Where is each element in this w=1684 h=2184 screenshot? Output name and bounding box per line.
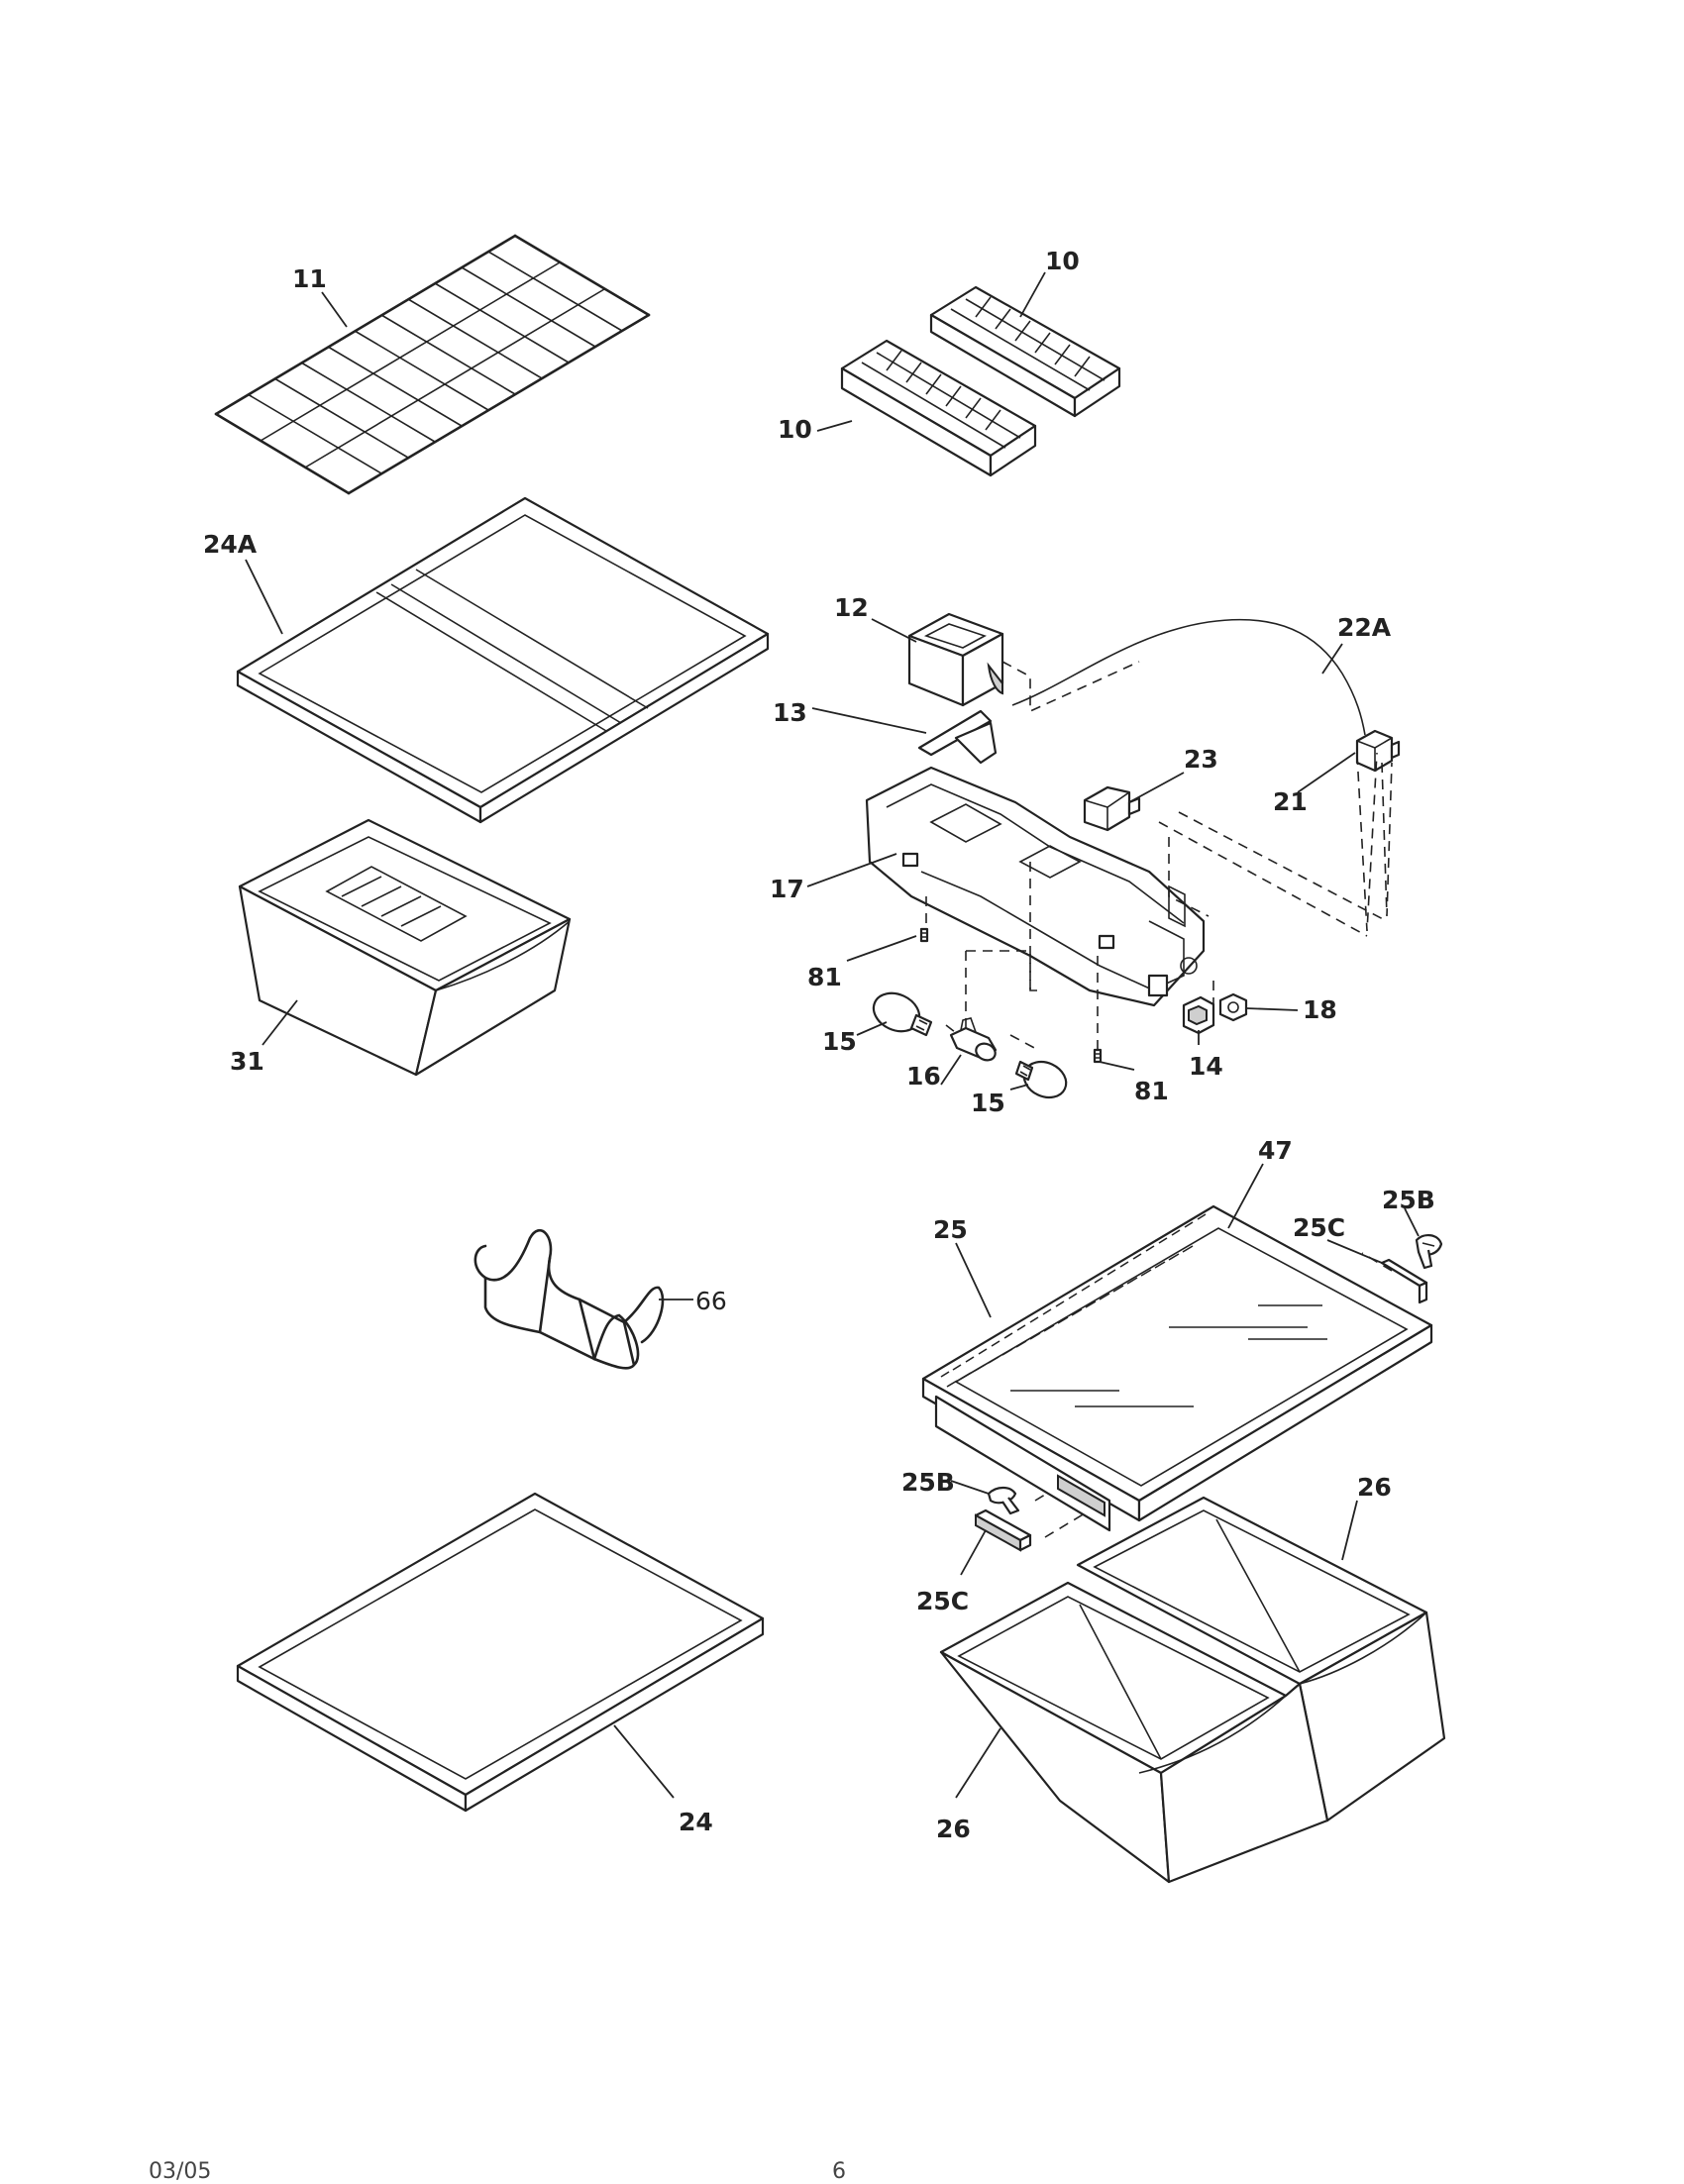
assembly-lines bbox=[925, 661, 1393, 1538]
label-10-top: 10 bbox=[1045, 247, 1080, 275]
label-26-left: 26 bbox=[936, 1815, 971, 1843]
leader-lines bbox=[245, 271, 1420, 1799]
callout-labels: 11 10 10 24A 12 22A 13 23 21 17 81 18 15… bbox=[203, 247, 1435, 1843]
light-bulb-part-15-left bbox=[872, 991, 933, 1037]
clip-part-25C-left bbox=[974, 1508, 1032, 1552]
crisper-drawer-part-26-front bbox=[939, 1581, 1329, 1884]
label-15-left: 15 bbox=[822, 1027, 857, 1056]
wire-bottle-rack-part-66 bbox=[474, 1229, 665, 1370]
label-17: 17 bbox=[770, 875, 804, 903]
switch-part-21 bbox=[1355, 729, 1401, 773]
label-16: 16 bbox=[906, 1062, 941, 1091]
clip-part-25B-right bbox=[1415, 1234, 1443, 1270]
clip-part-25C-right bbox=[1380, 1258, 1428, 1304]
label-25: 25 bbox=[933, 1215, 968, 1244]
label-25B-right: 25B bbox=[1382, 1186, 1435, 1214]
crisper-drawer-part-26-rear bbox=[1076, 1496, 1446, 1822]
timer-part-23 bbox=[1083, 785, 1141, 832]
deflector-part-13 bbox=[917, 709, 998, 765]
label-14: 14 bbox=[1189, 1052, 1223, 1081]
glass-shelf-part-24A bbox=[236, 496, 770, 824]
footer-page-number: 6 bbox=[832, 2159, 846, 2184]
label-11: 11 bbox=[292, 264, 327, 293]
label-26-right: 26 bbox=[1357, 1473, 1392, 1502]
label-66: 66 bbox=[695, 1287, 727, 1315]
screw-part-81-left bbox=[919, 927, 929, 943]
control-housing-part-17 bbox=[865, 766, 1206, 1007]
label-25C-right: 25C bbox=[1293, 1213, 1345, 1242]
label-12: 12 bbox=[834, 593, 869, 622]
label-10-left: 10 bbox=[778, 415, 812, 444]
wire-shelf-part-11 bbox=[214, 234, 651, 495]
ice-tray-part-10-rear bbox=[929, 285, 1121, 418]
label-25C-left: 25C bbox=[916, 1587, 969, 1615]
fitting-part-18 bbox=[1218, 992, 1248, 1022]
label-22A: 22A bbox=[1337, 613, 1392, 642]
label-24: 24 bbox=[679, 1808, 713, 1836]
label-23: 23 bbox=[1184, 745, 1218, 774]
switch-part-14 bbox=[1182, 995, 1215, 1035]
label-81-left: 81 bbox=[807, 963, 842, 991]
cable-part-22A bbox=[1011, 618, 1366, 736]
light-socket-part-16 bbox=[949, 1017, 998, 1062]
light-shield-part-12 bbox=[907, 612, 1004, 707]
label-13: 13 bbox=[773, 698, 807, 727]
glass-shelf-part-24 bbox=[236, 1492, 765, 1813]
label-21: 21 bbox=[1273, 787, 1308, 816]
ice-tray-part-10-front bbox=[840, 339, 1037, 477]
label-47: 47 bbox=[1258, 1136, 1293, 1165]
label-31: 31 bbox=[230, 1047, 264, 1076]
crisper-bin-part-31 bbox=[238, 818, 572, 1077]
light-bulb-part-15-right bbox=[1014, 1060, 1068, 1099]
label-18: 18 bbox=[1303, 995, 1337, 1024]
label-81-right: 81 bbox=[1134, 1077, 1169, 1105]
clip-part-25B-left bbox=[987, 1486, 1020, 1515]
footer-date: 03/05 bbox=[149, 2159, 212, 2184]
screw-part-81-right bbox=[1093, 1048, 1103, 1064]
crisper-cover-part-25 bbox=[921, 1204, 1433, 1532]
label-15-right: 15 bbox=[971, 1089, 1005, 1117]
label-24A: 24A bbox=[203, 530, 258, 559]
label-25B-left: 25B bbox=[901, 1468, 955, 1497]
